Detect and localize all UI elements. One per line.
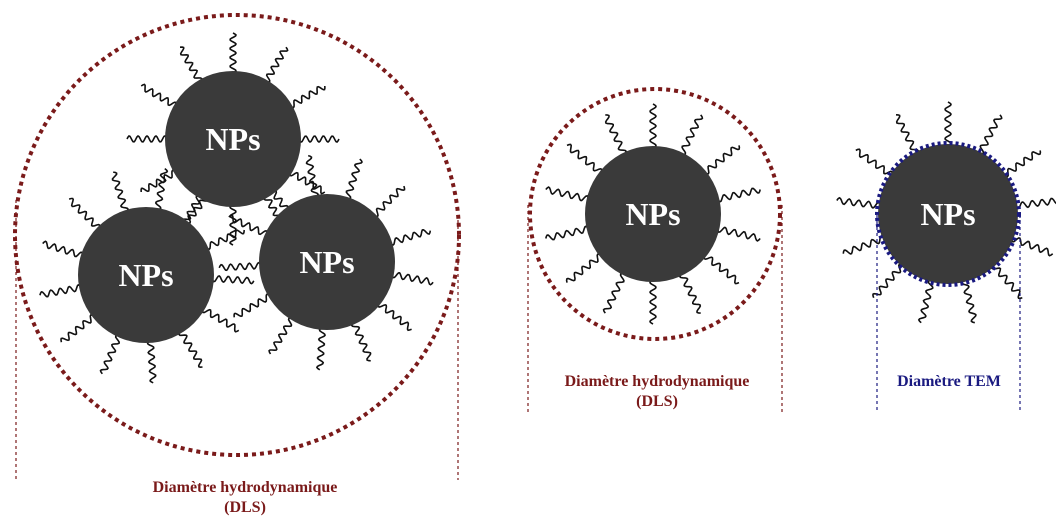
ligand-chain (126, 135, 168, 143)
caption-cluster-line1: Diamètre hydrodynamique (153, 479, 338, 496)
ligand-chain (201, 308, 240, 333)
ligand-chain (377, 302, 412, 332)
ligand-chain (305, 154, 320, 198)
ligand-chain (315, 327, 326, 371)
nanoparticle-core (878, 144, 1018, 284)
ligand-chain (991, 264, 1023, 300)
ligand-chain (39, 283, 82, 298)
ligand-chain (60, 314, 95, 343)
ligand-chain (205, 229, 245, 251)
ligand-chain (140, 83, 177, 107)
ligand-chain (289, 85, 326, 109)
ligand-chain (178, 330, 203, 369)
ligand-chain (111, 171, 130, 213)
ligand-chain (872, 263, 904, 299)
ligand-chain (179, 46, 203, 83)
ligand-chain (68, 197, 101, 229)
ligand-chain (155, 167, 169, 211)
ligand-chain (703, 255, 740, 285)
ligand-chain (545, 225, 590, 241)
nanoparticle-label: NPs (205, 121, 260, 157)
ligand-chain (389, 228, 432, 246)
ligand-chain (298, 135, 340, 143)
nanoparticle-label: NPs (118, 257, 173, 293)
nanoparticle-label: NPs (920, 196, 975, 232)
ligand-chain (716, 226, 761, 242)
ligand-chain (979, 114, 1003, 155)
ligand-chain (229, 204, 237, 246)
caption-single-dls-line1: Diamètre hydrodynamique (565, 373, 750, 390)
ligand-chain (391, 271, 434, 286)
ligand-chain (649, 103, 657, 149)
ligand-chain (1003, 150, 1042, 178)
ligand-chain (960, 279, 977, 324)
ligand-chain (944, 101, 952, 147)
nanoparticle-core (78, 207, 214, 343)
dls-boundary-single (528, 87, 782, 341)
ligand-chain (146, 340, 157, 384)
tem-boundary (875, 141, 1021, 287)
ligand-chain (289, 171, 326, 195)
ligand-chain (681, 114, 704, 156)
caption-cluster-line2: (DLS) (224, 499, 266, 516)
ligand-chain (350, 321, 372, 362)
ligand-chain (836, 196, 882, 209)
nanoparticle-core (585, 146, 721, 282)
ligand-chain (855, 148, 894, 176)
ligand-chain (895, 114, 919, 155)
ligand-chain (228, 214, 268, 236)
ligand-chain (229, 32, 237, 74)
ligand-chain (1010, 237, 1054, 257)
ligand-chain (99, 334, 121, 375)
ligand-chain (917, 279, 934, 324)
ligand-chain (678, 273, 702, 314)
nanoparticle-label: NPs (625, 196, 680, 232)
ligand-chain (604, 114, 628, 155)
ligand-chain (649, 279, 657, 325)
ligand-chain (373, 185, 406, 218)
nanoparticle-core (165, 71, 301, 207)
ligand-chain (716, 187, 761, 203)
ligand-chain (345, 158, 363, 200)
ligand-chain (140, 169, 177, 193)
single-dls-panel: NPs Diamètre hydrodynamique (DLS) (527, 87, 783, 412)
caption-tem: Diamètre TEM (897, 373, 1001, 390)
dls-boundary-cluster (13, 13, 461, 457)
ligand-chain (218, 261, 262, 272)
nanoparticle-label: NPs (299, 244, 354, 280)
ligand-chain (1014, 197, 1056, 210)
ligand-chain (704, 145, 741, 175)
ligand-chain (566, 143, 603, 173)
ligand-chain (545, 186, 590, 202)
caption-single-dls-line2: (DLS) (636, 393, 678, 410)
nanoparticle-core (259, 194, 395, 330)
ligand-chain (268, 317, 293, 355)
ligand-chain (211, 275, 255, 285)
cluster-panel: NPs NPs NPs Diamètre hydrodynamique (DLS… (13, 13, 461, 516)
ligand-chain (233, 293, 271, 318)
ligand-chain (42, 240, 84, 258)
ligand-chain (565, 253, 602, 283)
tem-panel: NPs Diamètre TEM (875, 141, 1021, 412)
ligand-chain (842, 235, 885, 255)
ligand-chain (602, 272, 625, 314)
ligand-chain (265, 46, 289, 83)
